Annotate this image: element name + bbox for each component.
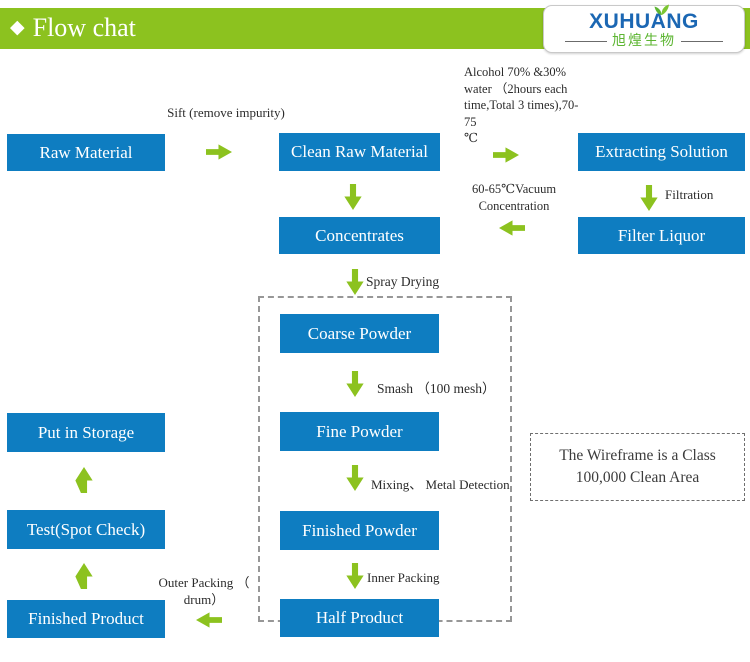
label-sift: Sift (remove impurity) [167, 105, 285, 120]
node-label: Fine Powder [316, 421, 403, 441]
outer-packing-line: drum） [183, 592, 225, 607]
node-clean-raw-material: Clean Raw Material [279, 133, 440, 171]
arrow-up-icon [75, 563, 93, 589]
brand-name: XUHUANG [589, 9, 699, 33]
right-rule [681, 41, 723, 42]
node-half-product: Half Product [280, 599, 439, 637]
diamond-icon: ◆ [10, 17, 25, 38]
logo: XUHUANG 旭煌生物 [543, 4, 745, 53]
node-label: Raw Material [39, 142, 133, 162]
node-label: Clean Raw Material [291, 142, 428, 161]
arrow-up-icon [75, 467, 93, 493]
outer-packing-line: Outer Packing （ [158, 575, 250, 590]
label-inner-packing: Inner Packing [367, 570, 440, 585]
label-alcohol-note: Alcohol 70% &30% water （2hours each time… [464, 64, 584, 147]
alcohol-line: time,Total 3 times),70-75 [464, 98, 579, 129]
node-label: Concentrates [315, 225, 404, 245]
node-coarse-powder: Coarse Powder [280, 314, 439, 353]
brand-name-cn: 旭煌生物 [612, 33, 676, 49]
page-title: ◆ Flow chat [10, 13, 136, 43]
leaf-icon [654, 4, 669, 15]
clean-area-note-line: 100,000 Clean Area [575, 469, 700, 486]
arrow-left-icon [196, 612, 222, 628]
node-label: Extracting Solution [595, 142, 728, 161]
arrow-down-icon [344, 184, 362, 210]
label-smash: Smash （100 mesh） [377, 381, 496, 396]
clean-area-note-line: The Wireframe is a Class [559, 447, 716, 464]
node-finished-powder: Finished Powder [280, 511, 439, 550]
arrow-right-icon [493, 147, 519, 163]
vacuum-line: Concentration [478, 199, 550, 213]
alcohol-line: Alcohol 70% &30% [464, 65, 567, 79]
page-title-text: Flow chat [32, 13, 136, 42]
node-concentrates: Concentrates [279, 217, 440, 254]
node-label: Put in Storage [37, 422, 135, 442]
arrow-left-icon [499, 220, 525, 236]
brand-cn-row: 旭煌生物 [565, 34, 723, 50]
node-filter-liquor: Filter Liquor [578, 217, 745, 254]
label-vacuum-concentration: 60-65℃Vacuum Concentration [455, 181, 573, 215]
node-label: Finished Product [28, 609, 144, 628]
node-raw-material: Raw Material [7, 134, 165, 171]
node-fine-powder: Fine Powder [280, 412, 439, 451]
node-extracting-solution: Extracting Solution [578, 133, 745, 171]
node-finished-product: Finished Product [7, 600, 165, 638]
label-outer-packing: Outer Packing （ drum） [152, 574, 256, 608]
arrow-right-icon [206, 144, 232, 160]
label-spray-drying: Spray Drying [366, 274, 440, 289]
node-put-in-storage: Put in Storage [7, 413, 165, 452]
clean-area-note: The Wireframe is a Class 100,000 Clean A… [530, 433, 745, 501]
label-mixing-metal-detection: Mixing、 Metal Detection [371, 477, 510, 492]
label-filtration: Filtration [665, 187, 714, 202]
node-label: Test(Spot Check) [26, 519, 146, 539]
brand-row: XUHUANG [589, 4, 699, 34]
node-label: Half Product [315, 608, 404, 627]
arrow-down-icon [640, 185, 658, 211]
alcohol-line: ℃ [464, 131, 478, 145]
node-test-spot-check: Test(Spot Check) [7, 510, 165, 549]
node-label: Filter Liquor [617, 225, 706, 245]
node-label: Coarse Powder [307, 323, 412, 343]
vacuum-line: 60-65℃Vacuum [471, 182, 557, 196]
alcohol-line: water （2hours each [464, 81, 568, 96]
node-label: Finished Powder [302, 520, 417, 540]
arrow-down-icon [346, 269, 364, 295]
left-rule [565, 41, 607, 42]
